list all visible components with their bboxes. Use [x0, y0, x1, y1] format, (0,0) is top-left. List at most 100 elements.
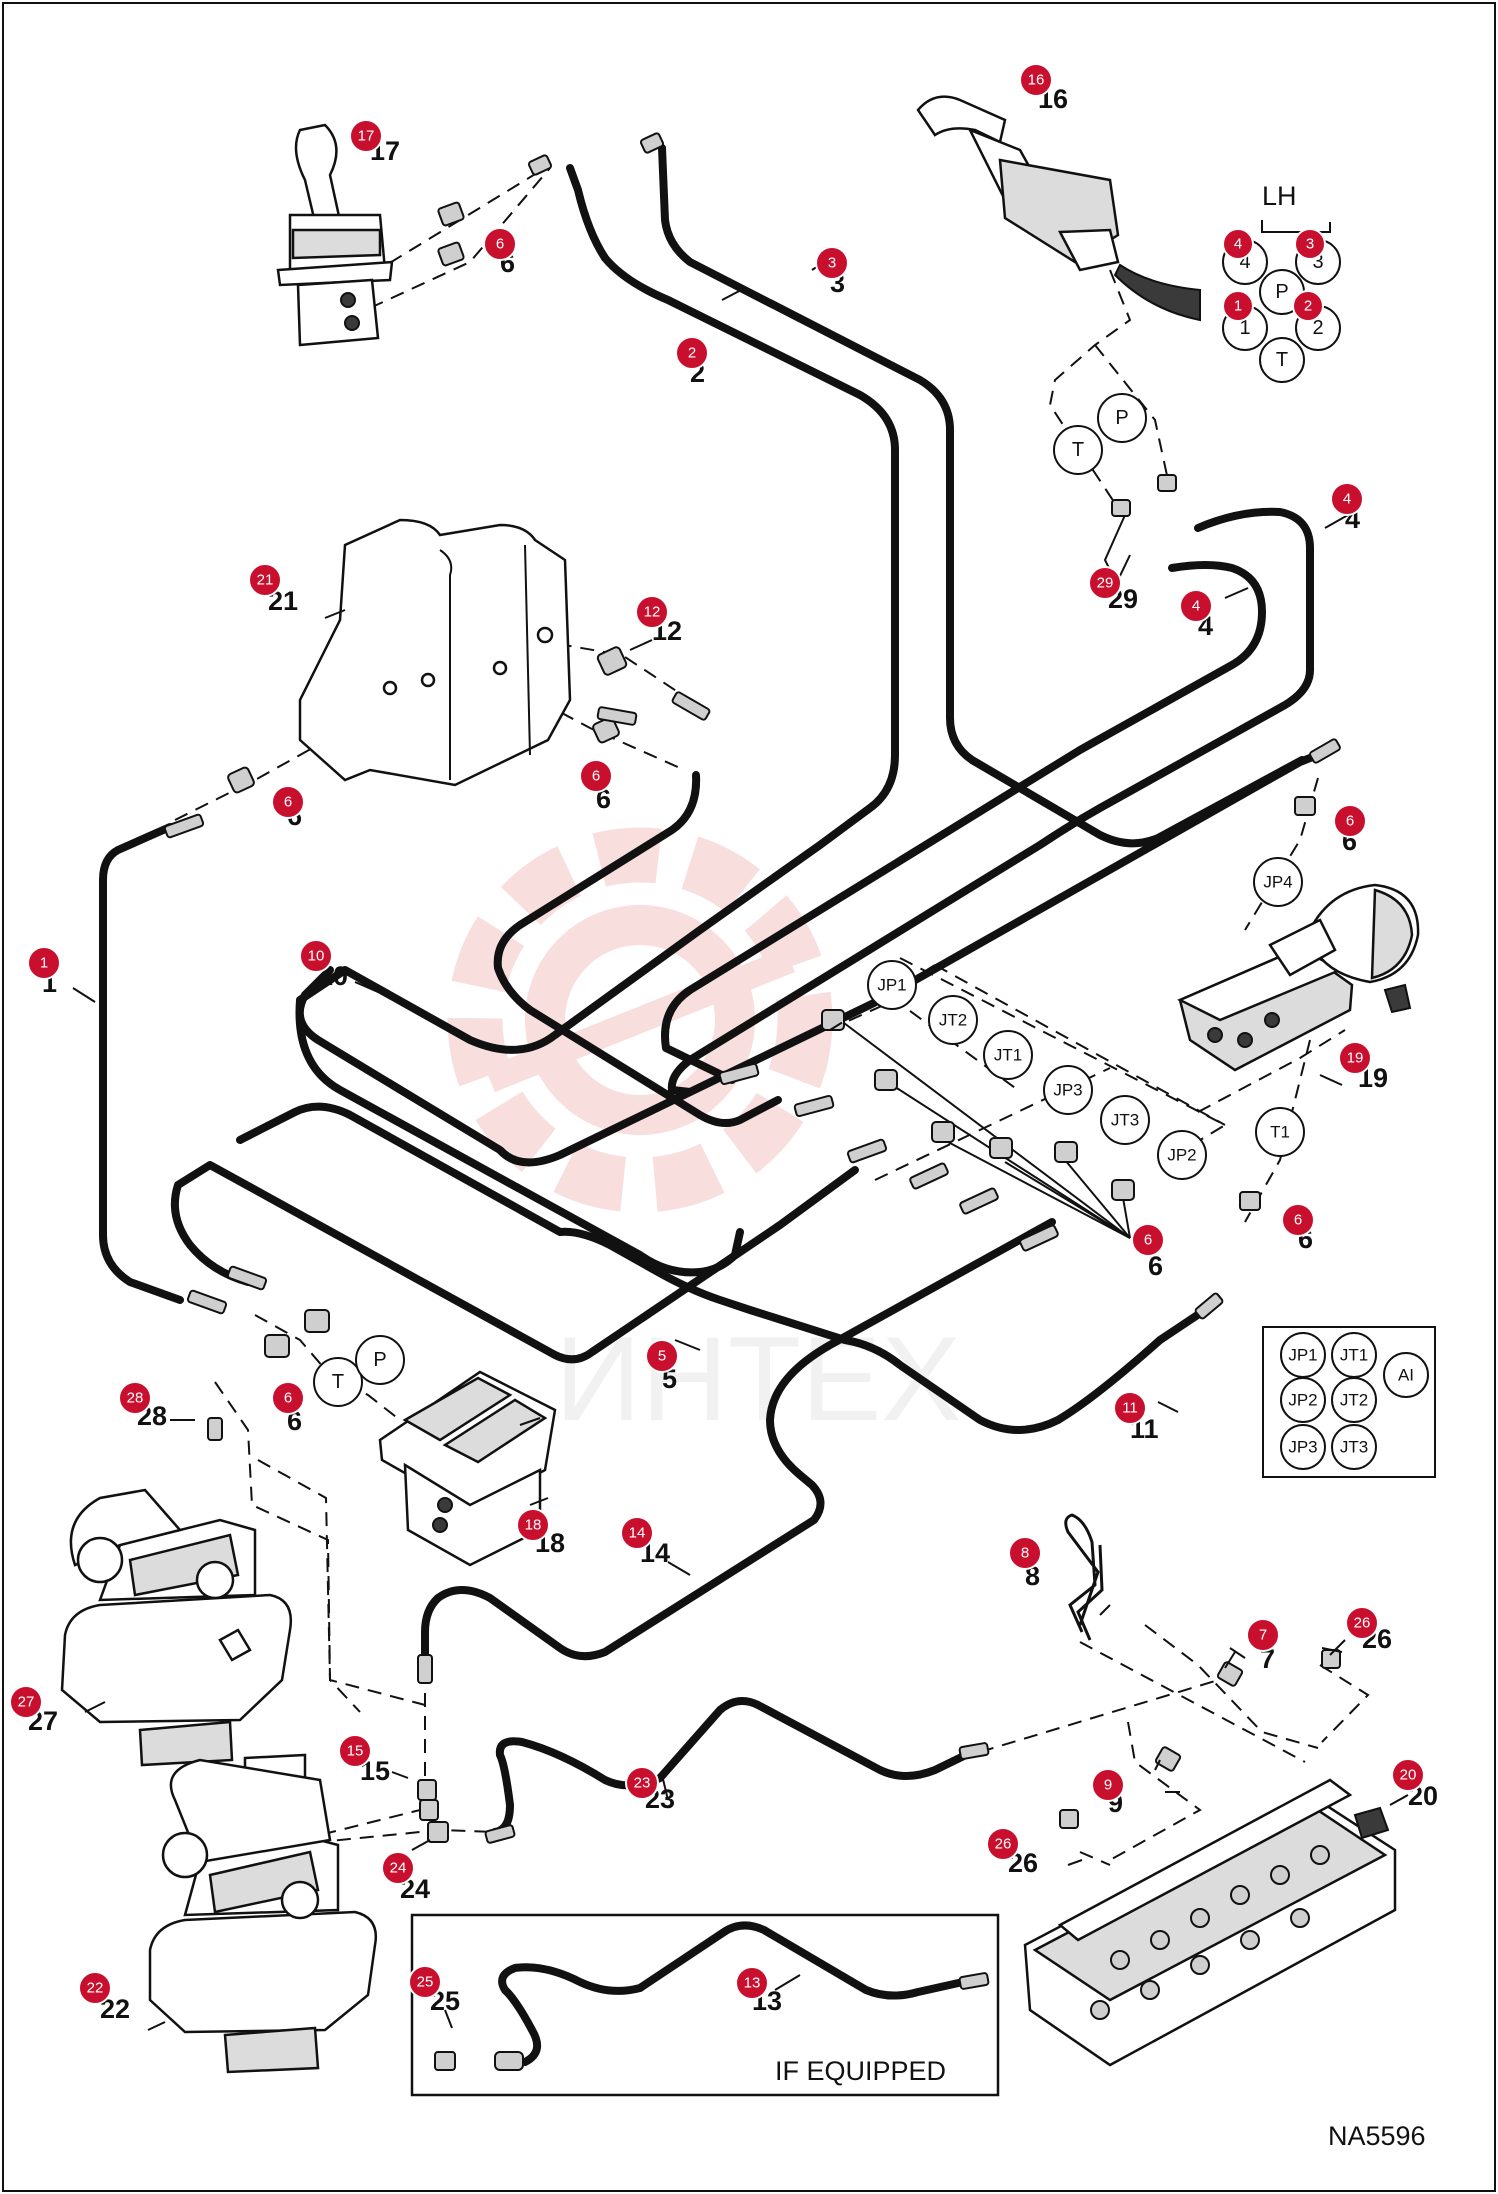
callout-22-badge: 22 — [78, 1971, 112, 2005]
svg-text:4: 4 — [1234, 236, 1242, 253]
callout-26a-badge: 26 — [1345, 1606, 1379, 1640]
svg-text:11: 11 — [1122, 1400, 1138, 1417]
component-19 — [1177, 883, 1420, 1072]
svg-text:6: 6 — [592, 768, 600, 785]
callout-29-badge: 29 — [1088, 566, 1122, 600]
lh-port-2-label: 2 — [1312, 317, 1323, 339]
callout-2-badge: 2 — [675, 336, 709, 370]
svg-text:6: 6 — [284, 1390, 292, 1407]
port-t-18: T — [332, 1371, 344, 1393]
svg-text:2: 2 — [1304, 298, 1312, 315]
callout-5-badge: 5 — [645, 1339, 679, 1373]
joystick-17 — [276, 123, 394, 347]
svg-text:23: 23 — [634, 1775, 651, 1792]
svg-text:29: 29 — [1097, 575, 1114, 592]
hoses — [99, 144, 1324, 2066]
leader-lines — [174, 164, 1370, 1866]
callout-14-badge: 14 — [620, 1516, 654, 1550]
joystick-16 — [916, 95, 1201, 322]
lh-port-t-label: T — [1276, 349, 1288, 371]
svg-text:27: 27 — [18, 1694, 35, 1711]
joystick-16-ports: T P — [1053, 393, 1147, 475]
hose-10 — [493, 771, 782, 1128]
svg-text:2: 2 — [688, 345, 696, 362]
port-jt2: JT2 — [939, 1011, 967, 1030]
port-jp2: JP2 — [1167, 1146, 1196, 1165]
callout-6f-number: 6 — [1148, 1251, 1163, 1281]
port-jp1: JP1 — [877, 976, 906, 995]
callout-23-badge: 23 — [625, 1766, 659, 1800]
legend-ai: AI — [1398, 1366, 1414, 1385]
hose-ends — [163, 691, 1341, 1990]
tube-8-b — [1076, 1544, 1104, 1641]
port-jt3: JT3 — [1111, 1111, 1139, 1130]
callout-18-badge: 18 — [516, 1508, 550, 1542]
callout-8-badge: 8 — [1008, 1536, 1042, 1570]
motor-27 — [60, 1488, 293, 1767]
callout-1-badge: 1 — [27, 946, 61, 980]
svg-text:5: 5 — [658, 1348, 666, 1365]
callout-21-badge: 21 — [248, 563, 282, 597]
svg-text:6: 6 — [284, 794, 292, 811]
callout-24-badge: 24 — [381, 1851, 415, 1885]
hose-1 — [99, 823, 184, 1304]
callout-6c-badge: 6 — [579, 759, 613, 793]
callout-3-badge: 3 — [815, 246, 849, 280]
figure-code: NA5596 — [1328, 2121, 1426, 2151]
svg-text:16: 16 — [1028, 72, 1045, 89]
lh-badge-3: 3 — [1294, 228, 1326, 260]
hose-4-lower — [661, 561, 1266, 1084]
legend-jt3: JT3 — [1340, 1438, 1368, 1457]
svg-text:13: 13 — [744, 1975, 761, 1992]
svg-text:6: 6 — [496, 236, 504, 253]
lh-port-badges: 4 3 1 2 — [1222, 228, 1326, 322]
callout-27-badge: 27 — [9, 1685, 43, 1719]
motor-22 — [148, 1753, 378, 2074]
svg-text:8: 8 — [1021, 1545, 1029, 1562]
legend-jt1: JT1 — [1340, 1346, 1368, 1365]
svg-text:10: 10 — [308, 948, 325, 965]
svg-text:21: 21 — [257, 572, 274, 589]
valve-port-bracket — [829, 964, 1226, 1126]
callout-25-badge: 25 — [408, 1965, 442, 1999]
component-21 — [298, 518, 572, 787]
callouts: 1 1 2 2 3 3 4 4 4 4 5 5 6 6 6 6 6 6 6 6 … — [9, 63, 1438, 2024]
callout-17-badge: 17 — [349, 119, 383, 153]
svg-text:28: 28 — [127, 1390, 144, 1407]
lh-port-t — [1259, 337, 1305, 383]
svg-text:15: 15 — [347, 1743, 364, 1760]
svg-text:6: 6 — [1294, 1212, 1302, 1229]
svg-text:20: 20 — [1400, 1767, 1417, 1784]
svg-text:1: 1 — [40, 955, 48, 972]
lh-port-3-label: 3 — [1312, 251, 1323, 273]
hose-23 — [491, 1697, 976, 1836]
svg-text:3: 3 — [1306, 236, 1314, 253]
callout-ticks — [72, 254, 1409, 2031]
lh-port-4-label: 4 — [1239, 251, 1250, 273]
fittings — [207, 132, 1341, 2071]
callout-6e-badge: 6 — [1281, 1203, 1315, 1237]
lh-label: LH — [1262, 181, 1297, 211]
svg-text:17: 17 — [358, 128, 375, 145]
svg-text:19: 19 — [1347, 1050, 1364, 1067]
svg-text:22: 22 — [87, 1980, 104, 1997]
callout-10-badge: 10 — [299, 939, 333, 973]
svg-text:3: 3 — [828, 255, 836, 272]
svg-text:24: 24 — [390, 1860, 407, 1877]
hose-14 — [421, 1218, 1056, 1669]
lh-badge-1: 1 — [1222, 290, 1254, 322]
legend-jp1: JP1 — [1288, 1346, 1317, 1365]
pedal-valve-18 — [378, 1370, 557, 1567]
legend-jt2: JT2 — [1340, 1391, 1368, 1410]
svg-text:12: 12 — [644, 604, 661, 621]
if-equipped-box: IF EQUIPPED — [410, 1913, 1000, 2097]
hose-13 — [498, 1921, 976, 2066]
hose-2 — [295, 164, 899, 1277]
callout-13-badge: 13 — [735, 1966, 769, 2000]
callout-15-badge: 15 — [338, 1734, 372, 1768]
tube-8 — [1064, 1513, 1100, 1633]
pedal-ports: T P — [313, 1335, 405, 1407]
fan-lines — [839, 514, 1131, 1239]
svg-text:25: 25 — [417, 1974, 434, 1991]
hose-jp4-feed — [295, 750, 1324, 1167]
